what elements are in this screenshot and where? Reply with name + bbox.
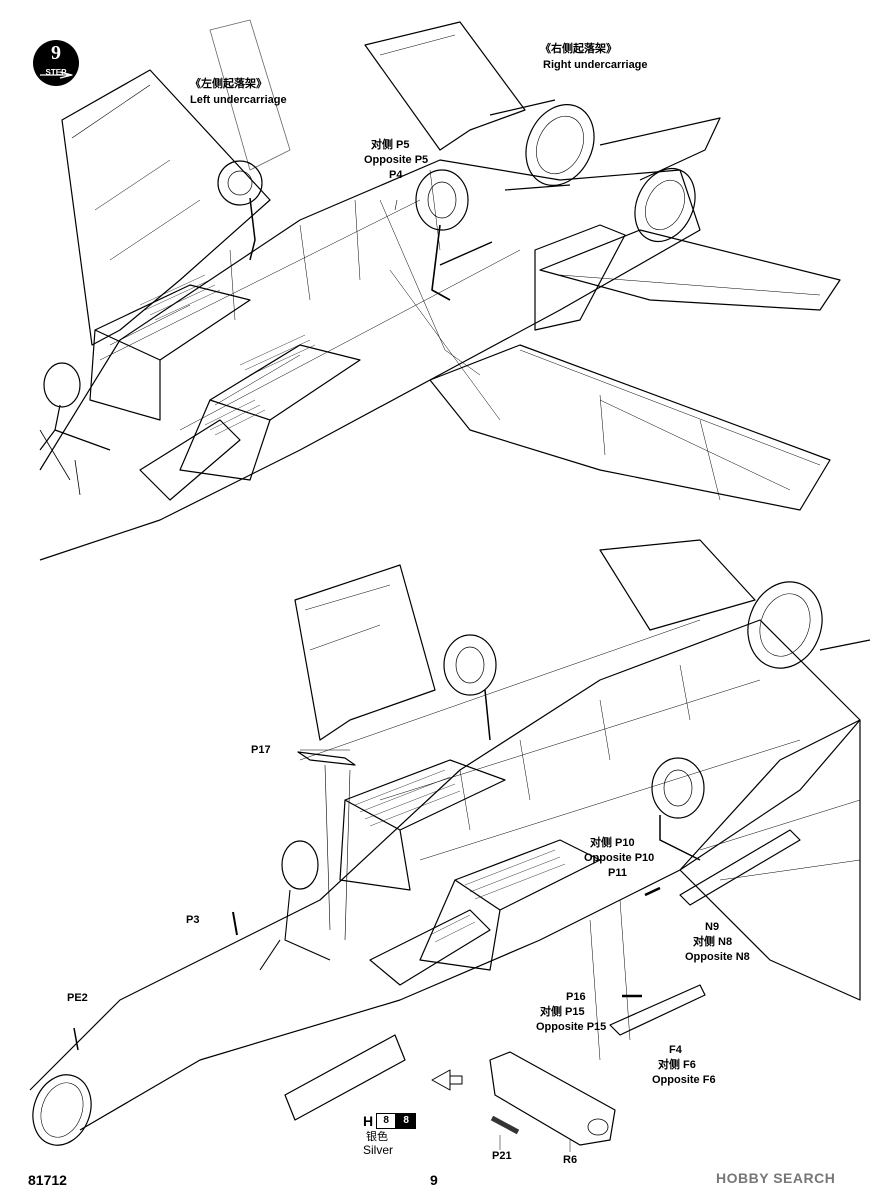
left-undercarriage-cn-label: 《左侧起落架》	[190, 78, 267, 90]
f6-cn-label: 对侧 F6	[658, 1059, 696, 1071]
n8-cn-label: 对侧 N8	[693, 936, 733, 948]
p10-cn-label: 对侧 P10	[590, 837, 635, 849]
f4-label: F4	[669, 1044, 682, 1056]
paint-code-box-a: 8	[376, 1113, 397, 1129]
page-number: 9	[430, 1172, 438, 1188]
p5-en-label: Opposite P5	[364, 154, 429, 166]
p21-label: P21	[492, 1150, 512, 1162]
watermark-text: HOBBY SEARCH	[716, 1170, 836, 1186]
step-number: 9 STEP	[33, 40, 79, 86]
lower-aircraft-drawing	[29, 539, 871, 1152]
right-undercarriage-cn-label: 《右侧起落架》	[540, 43, 617, 55]
p11-label: P11	[608, 867, 627, 879]
right-undercarriage-en-label: Right undercarriage	[543, 59, 648, 71]
watermark-logo: HOBBY SEARCH	[716, 1170, 835, 1186]
pe2-label: PE2	[67, 992, 88, 1004]
f6-en-label: Opposite F6	[652, 1074, 716, 1086]
p15-en-label: Opposite P15	[536, 1021, 607, 1033]
step-badge	[33, 40, 79, 86]
paint-code-letter: H	[363, 1113, 374, 1129]
p3-label: P3	[186, 914, 200, 926]
paint-name-en: Silver	[363, 1143, 394, 1157]
step-label: STEP	[45, 68, 67, 77]
p5-cn-label: 对侧 P5	[371, 139, 410, 151]
n8-en-label: Opposite N8	[685, 951, 750, 963]
paint-code-box-b: 8	[396, 1113, 417, 1129]
kit-number: 81712	[28, 1172, 67, 1188]
upper-aircraft-drawing	[39, 19, 841, 561]
r6-label: R6	[563, 1154, 578, 1166]
p17-label: P17	[251, 744, 271, 756]
step-number-text: 9	[51, 42, 61, 64]
p4-label: P4	[389, 169, 403, 181]
paint-name-cn: 银色	[366, 1131, 388, 1143]
p10-en-label: Opposite P10	[584, 852, 655, 864]
paint-code: H 8 8	[363, 1113, 417, 1129]
p15-cn-label: 对侧 P15	[540, 1006, 585, 1018]
n9-label: N9	[705, 921, 720, 933]
p16-label: P16	[566, 991, 586, 1003]
left-undercarriage-en-label: Left undercarriage	[190, 94, 287, 106]
